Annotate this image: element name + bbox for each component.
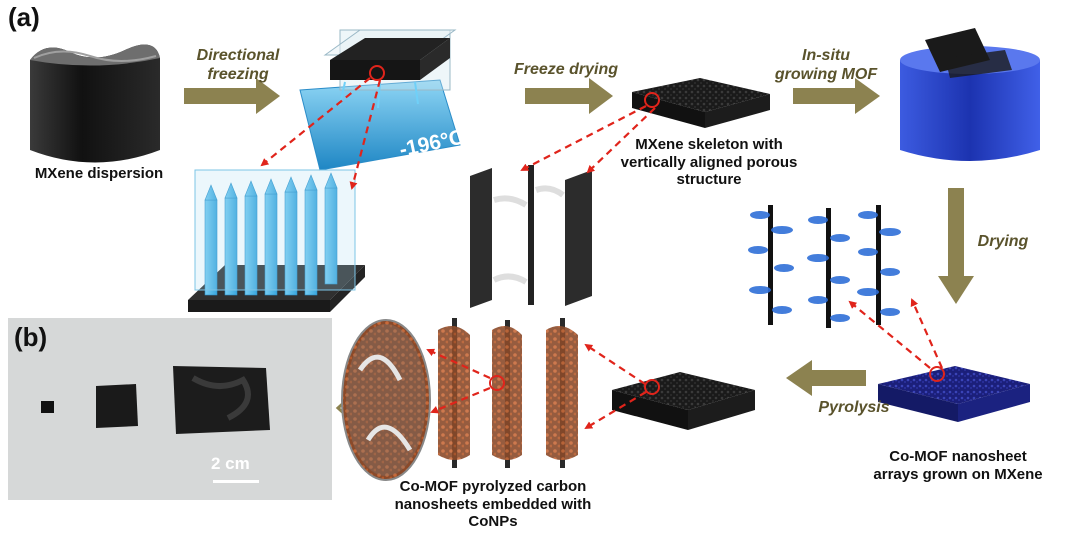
panel-label-b: (b) [14,322,48,352]
scale-bar-label: 2 cm [211,454,250,473]
ice-pillar-array [188,169,365,312]
large-sample [173,366,270,434]
step-pyrolysis: Pyrolysis [818,399,890,416]
process-arrow-drying [938,188,974,304]
step-freeze-drying: Freeze drying [513,61,619,78]
co-mof-block [878,366,1030,422]
label-skeleton: MXene skeleton with vertically aligned p… [620,136,798,189]
pyrolyzed-block [612,372,755,430]
scale-bar [213,480,259,483]
mxene-skeleton-block [632,78,770,128]
label-pyrolyzed: Co-MOF pyrolyzed carbon nanosheets embed… [394,478,592,531]
mxene-dispersion-cylinder [30,44,160,163]
mof-growth-cylinder [900,28,1040,161]
zoomed-detail-oval [341,319,431,481]
mof-decorated-sheets [748,205,901,328]
medium-sample [96,384,138,428]
process-arrow-mof [793,78,880,114]
vertical-mxene-sheets [470,165,592,308]
step-drying: Drying [977,233,1029,250]
step-directional-freezing: Directional freezing [196,47,280,84]
panel-label-a: (a) [8,2,40,32]
label-co-mof-arrays: Co-MOF nanosheet arrays grown on MXene [873,448,1043,483]
process-arrow-freeze-drying [525,78,613,114]
sample-photo-graphics [8,318,332,500]
sample-photo [8,318,332,500]
small-sample [41,401,54,413]
label-mxene-dispersion: MXene dispersion [34,165,164,182]
process-arrow-freezing [184,78,280,114]
process-arrow-pyrolysis [786,360,866,396]
callout-arrows [260,77,944,430]
step-in-situ-mof: In-situ growing MOF [774,47,878,84]
carbon-decorated-sheets [438,318,578,468]
freezing-setup [299,29,461,171]
